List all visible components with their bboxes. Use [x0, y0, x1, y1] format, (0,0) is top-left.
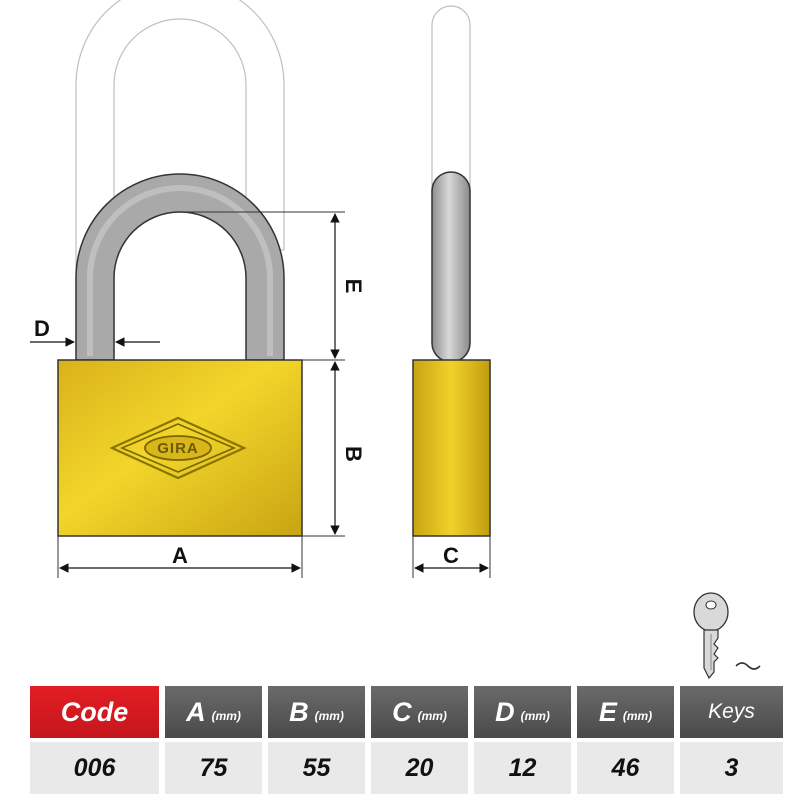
header-cell-keys: Keys — [680, 686, 783, 738]
side-padlock-body — [412, 359, 491, 537]
value-cell-d: 12 — [474, 742, 571, 794]
header-cell-c: C (mm) — [371, 686, 468, 738]
padlock-technical-drawing: GIRA A B E — [30, 0, 761, 680]
dimension-a: A — [57, 536, 303, 578]
brand-logo-text: GIRA — [157, 440, 199, 457]
value-cell-a: 75 — [165, 742, 262, 794]
shackle-highlight — [87, 185, 273, 356]
side-shackle-rod — [431, 171, 471, 363]
dimension-d-label: D — [34, 316, 50, 341]
value-cell-keys: 3 — [680, 742, 783, 794]
dimension-b: B — [302, 359, 366, 537]
header-cell-b: B (mm) — [268, 686, 365, 738]
dimension-a-label: A — [172, 543, 188, 568]
dimension-e: E — [180, 211, 366, 359]
dimension-c: C — [412, 536, 491, 578]
header-cell-d: D (mm) — [474, 686, 571, 738]
dimension-b-label: B — [341, 446, 366, 462]
header-cell-a: A (mm) — [165, 686, 262, 738]
header-cell-code: Code — [30, 686, 159, 738]
value-cell-c: 20 — [371, 742, 468, 794]
shackle — [75, 173, 285, 361]
raised-shackle-outline — [75, 0, 285, 361]
dimension-c-label: C — [443, 543, 459, 568]
header-cell-e: E (mm) — [577, 686, 674, 738]
value-cell-b: 55 — [268, 742, 365, 794]
brand-logo: GIRA — [109, 416, 247, 480]
dimension-e-label: E — [341, 279, 366, 294]
value-cell-code: 006 — [30, 742, 159, 794]
value-cell-e: 46 — [577, 742, 674, 794]
dimension-d: D — [30, 316, 160, 347]
key-icon — [693, 592, 761, 680]
